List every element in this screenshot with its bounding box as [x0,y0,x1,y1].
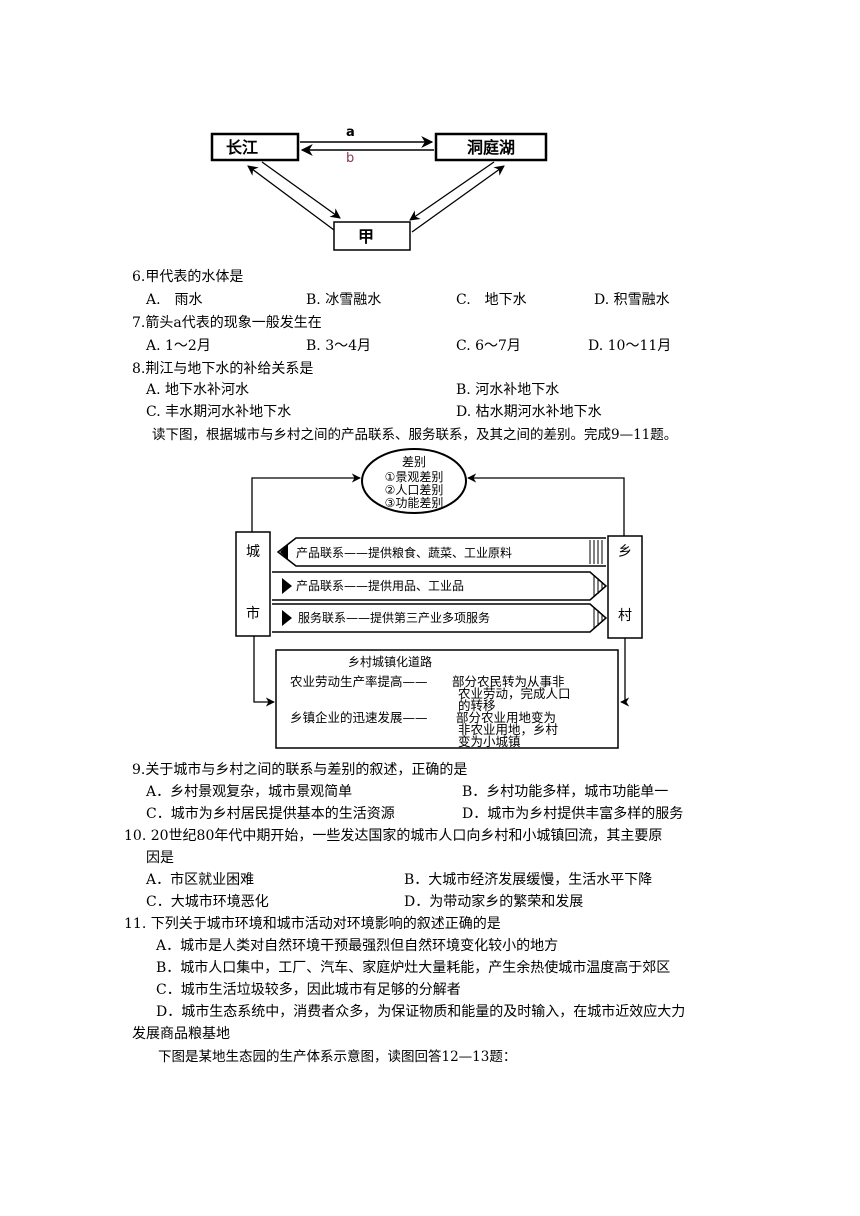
village-char-2: 村 [618,608,632,624]
question-stem: 20世纪80年代中期开始，一些发达国家的城市人口向乡村和小城镇回流，其主要原 [150,828,663,844]
q11-option-a[interactable]: A．城市是人类对自然环境干预最强烈但自然环境变化较小的地方 [156,938,559,954]
box-jia-label: 甲 [358,227,374,246]
question-7: 7.箭头a代表的现象一般发生在 [132,313,322,333]
question-number: 11. [124,916,147,932]
box-changjiang [210,132,300,162]
box-changjiang-label: 长江 [226,138,258,157]
q6-option-a[interactable]: A. 雨水 [146,292,203,308]
q11-option-c[interactable]: C．城市生活垃圾较多，因此城市有足够的分解者 [156,982,461,998]
connector-village-diff [467,473,625,536]
difference-ellipse [361,448,467,514]
q7-option-d[interactable]: D. 10～11月 [588,338,672,354]
urbanization-box [275,649,619,749]
path-title: 乡村城镇化道路 [348,654,432,669]
question-number: 7. [132,315,146,331]
city-char-2: 市 [246,605,260,622]
q8-option-c[interactable]: C. 丰水期河水补地下水 [146,404,292,420]
diff-item-1: ①景观差别 [385,470,444,484]
q6-option-d[interactable]: D. 积雪融水 [594,292,670,308]
link-arrow-1 [276,537,606,567]
q9-option-c[interactable]: C．城市为乡村居民提供基本的生活资源 [146,806,395,822]
arrow-dongting-to-jia [409,161,495,221]
path-row1-right-1: 部分农民转为从事非 [452,674,565,689]
question-stem: 关于城市与乡村之间的联系与差别的叙述，正确的是 [145,762,468,778]
question-6: 6.甲代表的水体是 [132,267,243,287]
question-number: 6. [132,269,146,285]
question-number: 9. [132,762,146,778]
q10-option-b[interactable]: B．大城市经济发展缓慢，生活水平下降 [404,872,653,888]
question-stem: 下列关于城市环境和城市活动对环境影响的叙述正确的是 [150,916,501,932]
q9-option-a[interactable]: A．乡村景观复杂，城市景观简单 [146,784,353,800]
q8-option-d[interactable]: D. 枯水期河水补地下水 [456,404,602,420]
q6-option-b[interactable]: B. 冰雪融水 [306,292,382,308]
box-dongting-label: 洞庭湖 [467,138,515,157]
question-number: 10. [124,828,147,844]
q10-option-a[interactable]: A．市区就业困难 [146,872,255,888]
intro-9-11: 读下图，根据城市与乡村之间的产品联系、服务联系，及其之间的差别。完成9—11题。 [152,427,678,443]
question-9: 9.关于城市与乡村之间的联系与差别的叙述，正确的是 [132,760,467,780]
q11-option-d-cont: 发展商品粮基地 [132,1026,230,1042]
path-row1-right-2: 农业劳动，完成人口 [458,686,571,701]
q10-option-d[interactable]: D．为带动家乡的繁荣和发展 [404,894,584,910]
intro-12-13: 下图是某地生态园的生产体系示意图，读图回答12—13题： [158,1049,517,1065]
path-row2-right-3: 变为小城镇 [458,734,521,749]
question-number: 8. [132,361,146,377]
q10-option-c[interactable]: C．大城市环境恶化 [146,894,269,910]
arrow-b-label: b [346,151,354,166]
path-row2-right-2: 非农业用地，乡村 [458,722,559,737]
link-2-label: 产品联系——提供用品、工业品 [296,578,464,593]
question-10-stem-cont: 因是 [146,850,174,866]
q9-option-b[interactable]: B．乡村功能多样，城市功能单一 [462,784,669,800]
city-box [235,531,271,637]
arrow-a-label: a [346,125,355,140]
connector-city-diff [251,473,361,532]
path-row2-left: 乡镇企业的迅速发展—— [290,710,428,725]
diff-item-3: ③功能差别 [385,496,444,510]
link-1-label: 产品联系——提供粮食、蔬菜、工业原料 [296,545,512,560]
question-stem: 甲代表的水体是 [145,269,244,285]
city-char-1: 城 [246,544,260,560]
diff-item-2: ②人口差别 [385,483,444,497]
question-10: 10. 20世纪80年代中期开始，一些发达国家的城市人口向乡村和小城镇回流，其主… [124,826,662,846]
diff-title: 差别 [402,455,426,469]
q11-option-d[interactable]: D．城市生态系统中，消费者众多，为保证物质和能量的及时输入，在城市近效应大力 [156,1004,686,1020]
link-arrow-3 [272,603,608,633]
q8-option-a[interactable]: A. 地下水补河水 [146,382,250,398]
box-dongting [434,132,548,162]
q9-option-d[interactable]: D．城市为乡村提供丰富多样的服务 [462,806,684,822]
path-row1-right-3: 的转移 [458,698,496,713]
q7-option-c[interactable]: C. 6～7月 [456,338,521,354]
arrow-changjiang-to-jia [261,161,341,219]
link-3-label: 服务联系——提供第三产业多项服务 [298,610,490,625]
q11-option-b[interactable]: B．城市人口集中，工厂、汽车、家庭炉灶大量耗能，产生余热使城市温度高于郊区 [156,960,671,976]
village-char-1: 乡 [618,544,632,560]
question-11: 11. 下列关于城市环境和城市活动对环境影响的叙述正确的是 [124,914,501,934]
village-box [607,535,643,639]
link-arrow-2 [272,571,608,601]
arrow-jia-to-dongting [411,165,505,233]
path-row2-right-1: 部分农业用地变为 [456,710,556,725]
question-stem: 箭头a代表的现象一般发生在 [145,315,322,331]
box-jia [333,221,411,251]
connector-city-urbanization [253,636,275,707]
q7-option-a[interactable]: A. 1～2月 [146,338,211,354]
q6-option-c[interactable]: C. 地下水 [456,292,527,308]
city-village-diagram: 差别 ①景观差别 ②人口差别 ③功能差别 城 市 乡 村 产品联系——提供粮食、… [235,448,643,749]
question-8: 8.荆江与地下水的补给关系是 [132,359,313,379]
arrow-jia-to-changjiang [247,165,335,231]
q7-option-b[interactable]: B. 3～4月 [306,338,372,354]
question-stem: 荆江与地下水的补给关系是 [145,361,314,377]
connector-village-urbanization [620,638,630,707]
hydrology-diagram: 长江 洞庭湖 甲 a b [210,125,548,251]
path-row1-left: 农业劳动生产率提高—— [290,674,428,689]
q8-option-b[interactable]: B. 河水补地下水 [456,382,560,398]
